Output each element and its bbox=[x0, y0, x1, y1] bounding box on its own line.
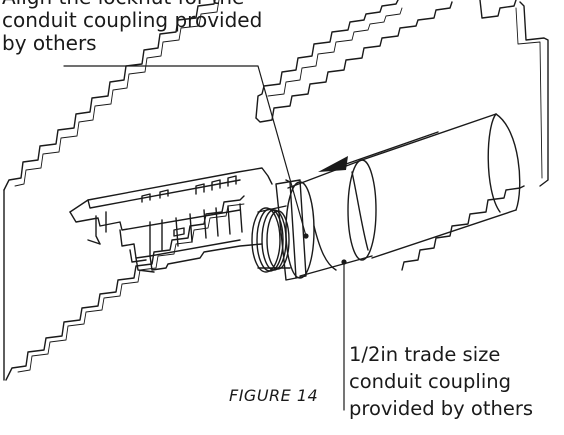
right-wall-top-edge-offset bbox=[267, 7, 403, 97]
upper-wall-break-edge bbox=[3, 0, 216, 191]
conduit-callout-line-1: 1/2in trade size bbox=[349, 343, 501, 366]
locknut-callout-line-3: by others bbox=[2, 31, 97, 55]
figure-caption: FIGURE 14 bbox=[229, 386, 319, 405]
right-wall-mid-ledge bbox=[255, 1, 453, 123]
meter-bracket bbox=[69, 167, 273, 273]
right-wall-top-edge bbox=[255, 0, 399, 119]
conduit-callout-line-3: provided by others bbox=[349, 397, 534, 420]
insertion-direction-arrow bbox=[318, 131, 439, 172]
conduit-callout-line-2: conduit coupling bbox=[349, 370, 511, 393]
right-wall-vertical-edge-inner bbox=[515, 7, 543, 179]
right-wall-vertical-edge bbox=[519, 1, 549, 187]
threaded-hub-and-locknut bbox=[251, 179, 347, 281]
conduit-coupling-callout: 1/2in trade size conduit coupling provid… bbox=[349, 341, 533, 422]
locknut-callout: Align the locknut for the conduit coupli… bbox=[2, 0, 262, 55]
locknut-callout-line-2: conduit coupling provided bbox=[2, 8, 263, 32]
conduit-coupling bbox=[285, 159, 377, 279]
conduit-pipe bbox=[361, 113, 521, 259]
right-wall-far-edge bbox=[479, 0, 517, 19]
upper-wall-break-offset bbox=[14, 0, 220, 187]
locknut-callout-line-1: Align the locknut for the bbox=[2, 0, 262, 9]
lower-wall-break-offset bbox=[17, 203, 245, 373]
lower-right-wall-steps bbox=[401, 185, 525, 271]
lower-wall-break-edge bbox=[5, 195, 245, 381]
top-callout-leader bbox=[63, 65, 307, 237]
